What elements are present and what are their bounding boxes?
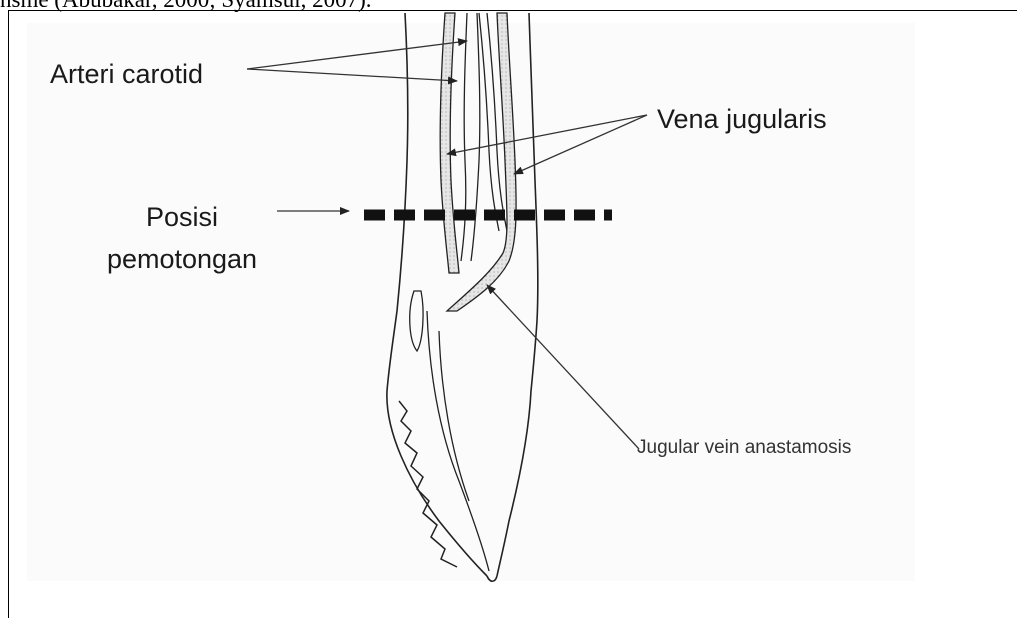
neck-anatomy-figure: Arteri carotid Vena jugularis Posisi pem…: [9, 11, 1017, 618]
label-arteri-carotid: Arteri carotid: [50, 59, 203, 90]
label-posisi-pemotongan: Posisi pemotongan: [91, 196, 273, 280]
label-jugular-vein-anastamosis: Jugular vein anastamosis: [637, 437, 851, 459]
label-posisi-line2: pemotongan: [91, 238, 273, 280]
neck-anatomy-drawing: [9, 11, 1017, 618]
label-vena-jugularis: Vena jugularis: [657, 104, 827, 135]
label-posisi-line1: Posisi: [91, 196, 273, 238]
